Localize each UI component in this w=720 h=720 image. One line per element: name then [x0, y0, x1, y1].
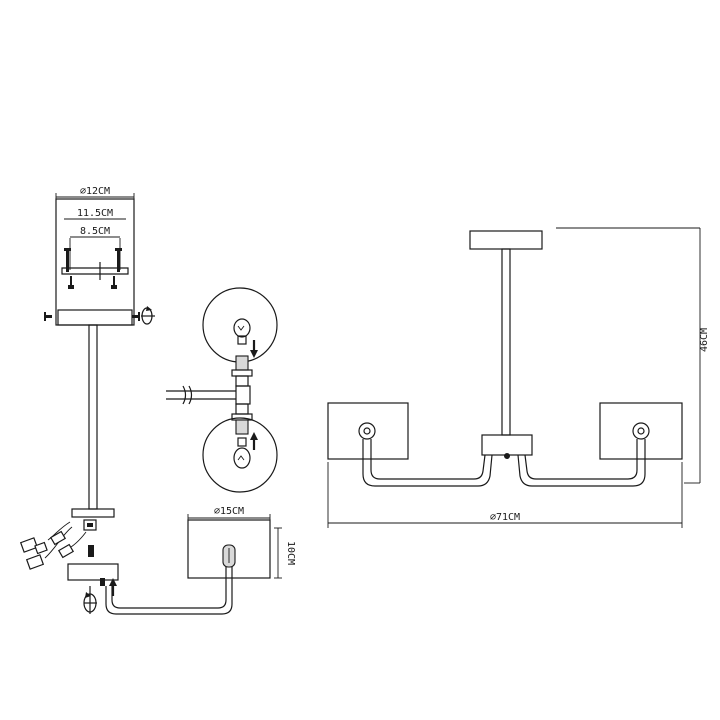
left-bulb	[358, 422, 376, 440]
coupler	[83, 519, 97, 531]
bracket-inner-label: 8.5CM	[80, 226, 110, 237]
fixture-hub	[481, 434, 533, 456]
total-height-label: 46CM	[699, 328, 710, 352]
right-arm-outer	[517, 439, 646, 487]
socket-upper	[235, 355, 249, 371]
nipple	[88, 545, 94, 557]
screw-icon	[44, 312, 52, 321]
right-arm-inner	[524, 439, 638, 480]
screw-icon	[68, 276, 74, 289]
downrod	[501, 248, 511, 436]
canopy-detail: ⌀12CM 11.5CM 8.5CM	[44, 186, 155, 326]
left-shade	[327, 402, 409, 460]
lamp-arm-outer	[105, 556, 233, 615]
wire-connector	[19, 537, 48, 570]
suspension-rod	[88, 324, 98, 510]
shade-box	[187, 519, 271, 579]
glass-globe-top	[202, 287, 278, 363]
canopy-diameter-label: ⌀12CM	[80, 186, 110, 197]
shade-height-label: 10CM	[285, 541, 296, 565]
bulb-detail	[166, 287, 278, 493]
rotate-arrow-icon	[141, 306, 155, 325]
left-arm-inner	[370, 439, 486, 480]
fixture-elevation: 46CM ⌀71CM	[327, 227, 710, 528]
direction-arrow-icon	[250, 340, 258, 358]
left-arm-outer	[362, 439, 493, 487]
socket-lower	[235, 419, 249, 435]
canopy-cup	[57, 309, 133, 326]
screw-icon	[115, 248, 122, 272]
ceiling-canopy	[469, 230, 543, 250]
screw-icon	[111, 276, 117, 289]
right-shade	[599, 402, 683, 460]
rotate-arrow-icon	[83, 586, 97, 614]
bracket-outer-label: 11.5CM	[77, 208, 113, 219]
arm-joint	[235, 385, 251, 405]
direction-arrow-icon	[250, 432, 258, 450]
screw-icon	[132, 312, 140, 321]
right-bulb	[632, 422, 650, 440]
light-bulb-icon	[233, 437, 251, 469]
rod-collar	[71, 508, 115, 518]
cable-break	[182, 385, 187, 405]
stem-assembly	[19, 324, 233, 615]
shade-diameter-label: ⌀15CM	[214, 506, 244, 517]
wire-connector	[49, 530, 75, 559]
shade-detail: ⌀15CM 10CM	[187, 506, 296, 579]
direction-arrow-icon	[109, 578, 117, 596]
screw-icon	[64, 248, 71, 272]
center-hub	[67, 563, 119, 581]
glass-globe-bottom	[202, 417, 278, 493]
lamp-arm-inner	[111, 556, 227, 609]
total-width-label: ⌀71CM	[490, 512, 520, 523]
light-bulb-icon	[233, 318, 251, 345]
mounting-bracket	[61, 267, 129, 275]
